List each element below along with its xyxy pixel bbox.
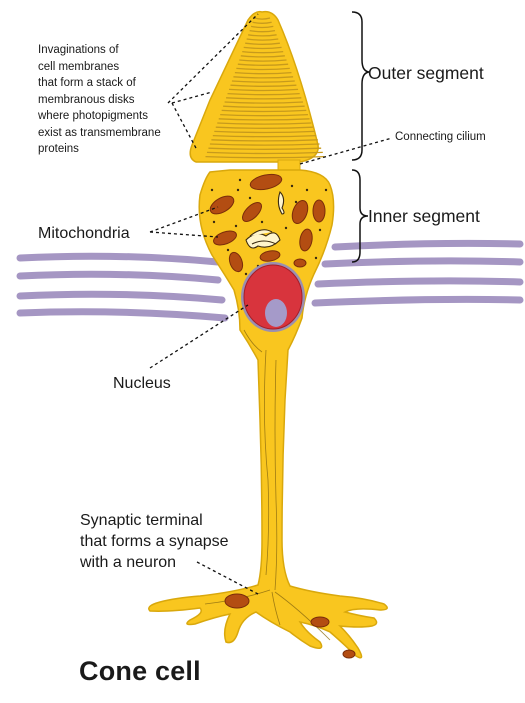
outer-segment-label: Outer segment: [368, 63, 484, 84]
invaginations-line: membranous disks: [38, 92, 161, 109]
synaptic-terminal-line: with a neuron: [80, 552, 229, 573]
nucleus-shape: [241, 262, 305, 332]
mitochondrion: [225, 594, 249, 608]
mitochondrion: [343, 650, 355, 658]
synaptic-terminal-line: Synaptic terminal: [80, 510, 229, 531]
mitochondrion: [313, 200, 325, 222]
membrane-band-right-4: [315, 299, 520, 303]
granule-dot: [285, 227, 287, 229]
granule-dot: [315, 257, 317, 259]
mitochondrion: [294, 259, 306, 267]
membrane-band-left-4: [20, 312, 225, 318]
invaginations-label: Invaginations of cell membranes that for…: [38, 42, 161, 158]
granule-dot: [291, 185, 293, 187]
invaginations-line: Invaginations of: [38, 42, 161, 59]
invaginations-line: exist as transmembrane: [38, 125, 161, 142]
synaptic-terminal-line: that forms a synapse: [80, 531, 229, 552]
connecting-cilium-label: Connecting cilium: [395, 129, 486, 146]
invaginations-line: proteins: [38, 141, 161, 158]
granule-dot: [213, 221, 215, 223]
membrane-band-right-1: [335, 243, 520, 247]
granule-dot: [211, 189, 213, 191]
outer-segment-shape: [190, 12, 324, 162]
invaginations-line: that form a stack of: [38, 75, 161, 92]
inner-segment-label: Inner segment: [368, 206, 480, 227]
granule-dot: [261, 221, 263, 223]
invaginations-line: cell membranes: [38, 59, 161, 76]
granule-dot: [239, 179, 241, 181]
granule-dot: [295, 201, 297, 203]
granule-dot: [235, 225, 237, 227]
invaginations-line: where photopigments: [38, 108, 161, 125]
nucleus-label: Nucleus: [113, 374, 171, 393]
granule-dot: [249, 197, 251, 199]
granule-dot: [306, 189, 308, 191]
membrane-band-left-1: [20, 256, 218, 262]
diagram-title: Cone cell: [79, 655, 201, 687]
membrane-band-right-3: [318, 281, 520, 284]
membrane-band-left-3: [20, 294, 222, 300]
granule-dot: [245, 273, 247, 275]
mitochondrion: [311, 617, 329, 627]
membrane-band-left-2: [20, 274, 218, 280]
mitochondria-label: Mitochondria: [38, 224, 130, 243]
nucleolus: [265, 299, 287, 327]
granule-dot: [319, 229, 321, 231]
granule-dot: [237, 189, 239, 191]
granule-dot: [325, 189, 327, 191]
granule-dot: [227, 249, 229, 251]
outer-segment-brace-icon: [352, 12, 370, 160]
synaptic-terminal-label: Synaptic terminal that forms a synapse w…: [80, 510, 229, 573]
